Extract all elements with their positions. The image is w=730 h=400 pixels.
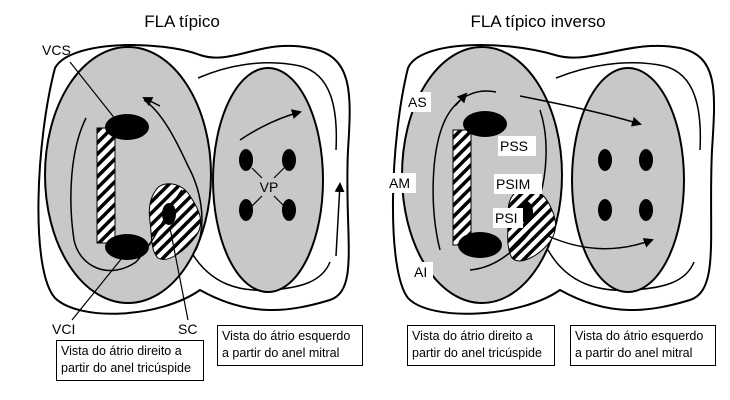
left-outer-arrow xyxy=(334,182,345,257)
right-heart-inner-outline xyxy=(555,62,702,151)
caption-right-right-atrium: Vista do átrio direito a partir do anel … xyxy=(407,325,555,366)
label-pss-bg xyxy=(498,136,536,156)
left-circuit-arrow xyxy=(142,97,161,107)
left-vci-orifice xyxy=(105,234,149,260)
label-psi-bg xyxy=(493,208,523,228)
sc-leader xyxy=(169,227,189,321)
label-am: AM xyxy=(389,175,410,191)
left-cs-orifice xyxy=(162,203,176,225)
label-pss: PSS xyxy=(500,138,528,154)
right-pv-3 xyxy=(598,199,612,221)
caption-right-left-atrium: Vista do átrio esquerdo a partir do anel… xyxy=(570,325,716,366)
right-circuit-arrow xyxy=(454,92,468,107)
label-ai-bg xyxy=(411,262,433,282)
caption-left-left-atrium: Vista do átrio esquerdo a partir do anel… xyxy=(217,325,363,366)
right-pv-4 xyxy=(639,199,653,221)
caption-left-right-atrium: Vista do átrio direito a partir do anel … xyxy=(56,340,204,381)
right-panel: FLA típico inverso AS AM AI PSS PSIM PSI xyxy=(386,12,716,315)
label-vcs: VCS xyxy=(42,42,71,58)
vci-leader xyxy=(71,257,123,321)
left-panel: FLA típico VP VCS VCI SC xyxy=(37,12,351,337)
vcs-leader xyxy=(69,61,117,121)
label-sc: SC xyxy=(178,321,197,337)
right-la-arrow-bottom xyxy=(547,235,654,250)
left-title: FLA típico xyxy=(144,12,220,31)
label-psi: PSI xyxy=(495,210,518,226)
left-circuit-path xyxy=(70,99,203,272)
left-crista-terminalis xyxy=(96,127,116,244)
left-vcs-orifice xyxy=(105,114,149,140)
label-psim: PSIM xyxy=(496,176,530,192)
left-pv-4 xyxy=(282,199,296,221)
right-la-arrow-top xyxy=(519,95,642,127)
label-vci: VCI xyxy=(52,321,75,337)
left-pv-1 xyxy=(239,149,253,171)
right-svc-orifice xyxy=(463,111,507,137)
left-left-atrium xyxy=(212,67,324,293)
label-ai: AI xyxy=(414,264,427,280)
right-crista-terminalis xyxy=(452,129,472,246)
left-pv-3 xyxy=(239,199,253,221)
label-as-bg xyxy=(405,92,431,112)
left-heart-inner-outline xyxy=(197,62,338,151)
label-am-bg xyxy=(386,173,416,193)
right-title: FLA típico inverso xyxy=(470,12,605,31)
left-vp-leaders xyxy=(251,167,285,207)
left-pv-2 xyxy=(282,149,296,171)
label-vp: VP xyxy=(260,179,279,195)
label-as: AS xyxy=(408,94,427,110)
right-ivc-orifice xyxy=(458,232,502,258)
left-right-atrium xyxy=(44,46,212,304)
right-left-atrium xyxy=(571,67,685,293)
right-pv-1 xyxy=(598,149,612,171)
right-pv-2 xyxy=(639,149,653,171)
label-psim-bg xyxy=(494,174,542,194)
left-sc-region xyxy=(148,183,202,260)
left-la-arrow xyxy=(239,109,302,141)
